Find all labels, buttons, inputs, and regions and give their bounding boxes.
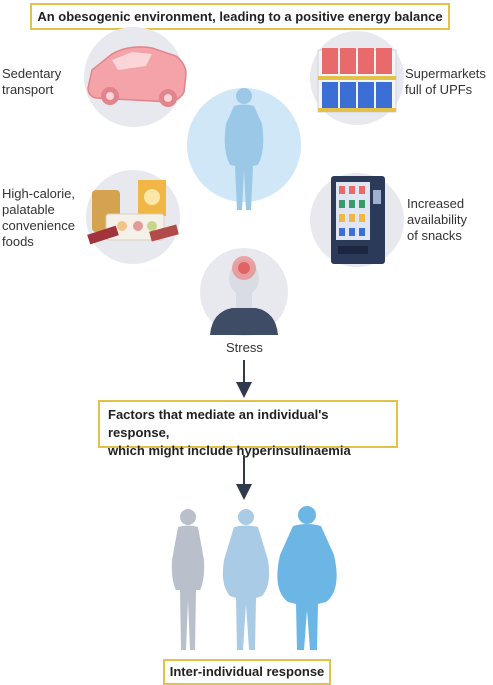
vending-machine-icon — [310, 173, 404, 267]
car-icon — [84, 27, 187, 127]
header-title-box: An obesogenic environment, leading to a … — [30, 3, 450, 30]
supermarkets-label: Supermarkets full of UPFs — [405, 66, 486, 98]
label-line: of snacks — [407, 228, 462, 243]
label-line: Sedentary — [2, 66, 62, 81]
label-line: transport — [2, 82, 54, 97]
mediator-line: which might include hyperinsulinaemia — [108, 443, 351, 458]
label-line: convenience — [2, 218, 75, 233]
label-line: Supermarkets — [405, 66, 486, 81]
stress-label: Stress — [226, 340, 263, 355]
convenience-foods-icon — [86, 170, 180, 264]
header-title: An obesogenic environment, leading to a … — [37, 9, 443, 24]
convenience-foods-label: High-calorie, palatable convenience food… — [2, 186, 75, 250]
label-line: palatable — [2, 202, 55, 217]
supermarket-shelves-icon — [310, 31, 404, 125]
medium-person-icon — [222, 509, 270, 650]
label-line: full of UPFs — [405, 82, 473, 97]
obese-person-icon — [277, 506, 337, 650]
sedentary-transport-label: Sedentary transport — [2, 66, 61, 98]
label-line: Increased — [407, 196, 465, 211]
center-person-icon — [187, 88, 301, 210]
snacks-label: Increased availability of snacks — [407, 196, 467, 244]
mediator-box: Factors that mediate an individual's res… — [98, 400, 398, 458]
stress-head-icon — [200, 248, 288, 336]
footer-box: Inter-individual response — [163, 659, 331, 685]
label-line: High-calorie, — [2, 186, 75, 201]
mediator-line: Factors that mediate an individual's res… — [108, 407, 329, 440]
footer-label: Inter-individual response — [169, 664, 325, 679]
label-line: foods — [2, 234, 34, 249]
lean-person-icon — [171, 509, 205, 650]
label-line: availability — [407, 212, 467, 227]
